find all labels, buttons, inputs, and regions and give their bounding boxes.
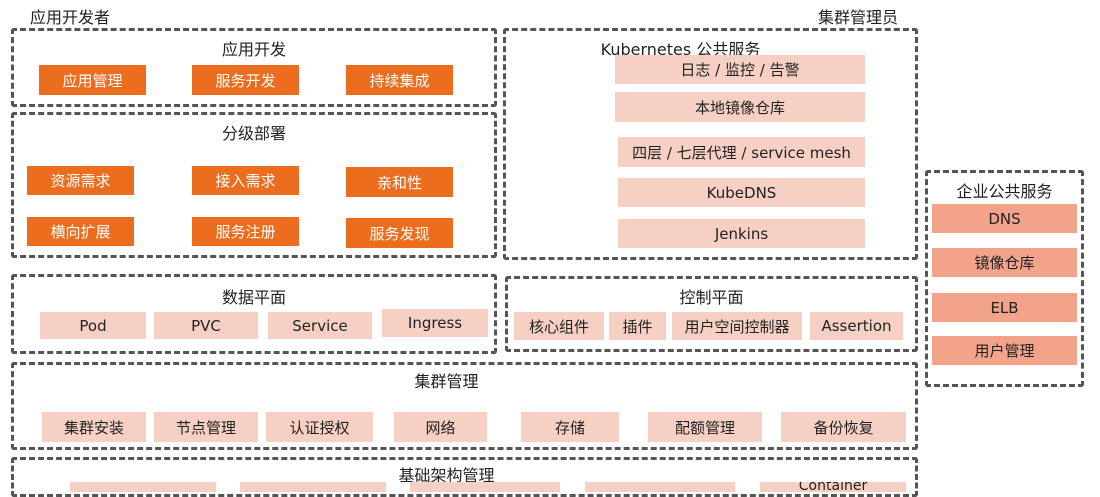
image-registry-box: 镜像仓库 — [932, 248, 1077, 277]
infra-item-3 — [410, 482, 560, 492]
control-plane-panel: 控制平面 — [505, 276, 918, 352]
plugins-box: 插件 — [609, 312, 666, 340]
core-components-box: 核心组件 — [514, 312, 604, 340]
user-space-controller-box: 用户空间控制器 — [672, 312, 802, 340]
service-box: Service — [268, 312, 372, 339]
infra-item-4 — [585, 482, 735, 492]
app-dev-title: 应用开发 — [221, 40, 286, 59]
ingress-box: Ingress — [382, 309, 488, 337]
service-registration-box: 服务注册 — [192, 217, 299, 246]
resource-demand-box: 资源需求 — [27, 166, 134, 195]
app-management-box: 应用管理 — [39, 65, 146, 95]
app-developer-label: 应用开发者 — [30, 8, 111, 27]
cluster-install-box: 集群安装 — [42, 412, 146, 442]
quota-management-box: 配额管理 — [648, 412, 762, 442]
local-image-registry-box: 本地镜像仓库 — [615, 92, 865, 122]
network-box: 网络 — [394, 412, 487, 442]
continuous-integration-box: 持续集成 — [346, 65, 453, 95]
app-dev-panel: 应用开发 — [11, 28, 497, 107]
service-dev-box: 服务开发 — [192, 65, 299, 95]
pod-box: Pod — [40, 312, 146, 339]
elb-box: ELB — [932, 293, 1077, 322]
cluster-management-panel: 集群管理 — [11, 362, 918, 450]
horizontal-scaling-box: 横向扩展 — [27, 217, 134, 246]
tiered-deploy-panel: 分级部署 — [11, 112, 497, 258]
infra-container-box: Container — [760, 482, 906, 492]
backup-restore-box: 备份恢复 — [781, 412, 906, 442]
enterprise-public-services-panel: 企业公共服务 — [925, 170, 1084, 387]
k8s-public-services-panel: Kubernetes 公共服务 — [503, 28, 918, 260]
cluster-admin-label: 集群管理员 — [818, 8, 899, 27]
auth-box: 认证授权 — [266, 412, 373, 442]
user-management-box: 用户管理 — [932, 336, 1077, 365]
data-plane-panel: 数据平面 — [11, 274, 497, 354]
dns-box: DNS — [932, 204, 1077, 233]
log-monitor-alert-box: 日志 / 监控 / 告警 — [615, 55, 865, 84]
storage-box: 存储 — [521, 412, 619, 442]
tiered-deploy-title: 分级部署 — [221, 124, 286, 143]
k8s-public-services-title: Kubernetes 公共服务 — [600, 40, 761, 59]
cluster-management-title: 集群管理 — [414, 372, 479, 391]
node-management-box: 节点管理 — [154, 412, 258, 442]
infra-management-title: 基础架构管理 — [398, 466, 495, 485]
assertion-box: Assertion — [810, 312, 903, 340]
jenkins-box: Jenkins — [618, 219, 865, 248]
access-demand-box: 接入需求 — [192, 166, 299, 195]
data-plane-title: 数据平面 — [221, 288, 286, 307]
proxy-service-mesh-box: 四层 / 七层代理 / service mesh — [618, 137, 865, 167]
infra-item-1 — [70, 482, 216, 492]
infra-item-2 — [240, 482, 386, 492]
control-plane-title: 控制平面 — [679, 288, 744, 307]
pvc-box: PVC — [154, 312, 258, 339]
service-discovery-box: 服务发现 — [346, 218, 453, 248]
enterprise-public-services-title: 企业公共服务 — [956, 182, 1053, 201]
affinity-box: 亲和性 — [346, 167, 453, 197]
kubedns-box: KubeDNS — [618, 178, 865, 207]
